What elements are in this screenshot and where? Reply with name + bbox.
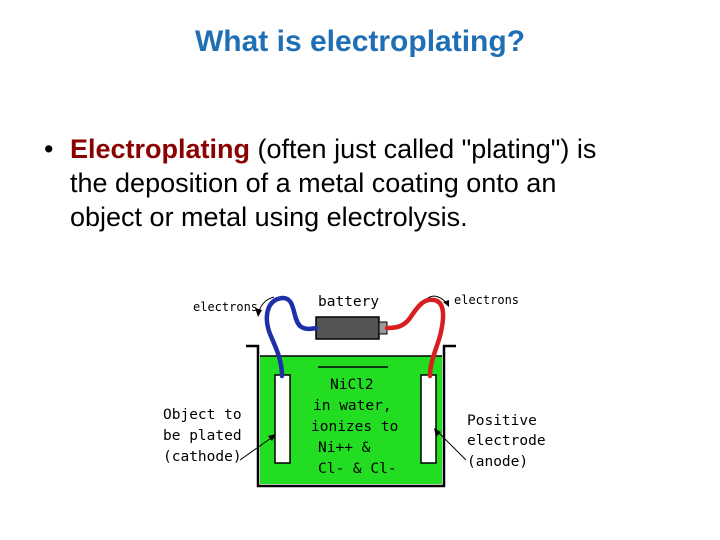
cathode-label-1: Object to: [163, 407, 242, 423]
solution-line-3: ionizes to: [311, 419, 398, 435]
solution-line-1: NiCl2: [330, 377, 374, 393]
cathode-leader-head: [268, 434, 276, 441]
electron-arrow-left-head: [255, 308, 262, 317]
anode-label-1: Positive: [467, 413, 537, 429]
cathode-label-2: be plated: [163, 428, 242, 444]
solution-line-5: Cl- & Cl-: [318, 461, 397, 477]
anode-label-3: (anode): [467, 454, 528, 470]
bullet-item: • Electroplating (often just called "pla…: [44, 132, 684, 234]
electrons-label-right: electrons: [454, 293, 519, 307]
positive-wire: [384, 297, 446, 379]
bullet-term: Electroplating: [70, 134, 251, 164]
battery-label: battery: [318, 294, 379, 310]
battery-body: [315, 316, 380, 340]
bullet-line1-rest: (often just called "plating") is: [250, 134, 597, 164]
bullet-line3: object or metal using electrolysis.: [70, 202, 468, 232]
electrons-label-left: electrons: [193, 300, 258, 314]
anode-leader-line: [435, 429, 467, 461]
tank-outline: [246, 344, 456, 488]
bullet-line2: the deposition of a metal coating onto a…: [70, 168, 557, 198]
solution-line-2: in water,: [313, 398, 392, 414]
slide-title: What is electroplating?: [194, 25, 526, 58]
solution-line-4: Ni++ &: [318, 440, 371, 456]
cathode-label-3: (cathode): [163, 449, 242, 465]
anode-electrode: [420, 374, 437, 464]
anode-leader-head: [434, 428, 441, 437]
electron-arrow-right-head: [443, 300, 449, 307]
cathode-leader-line: [239, 435, 275, 461]
negative-wire: [264, 295, 319, 379]
bullet-text: Electroplating (often just called "plati…: [70, 132, 684, 234]
bullet-symbol: •: [44, 134, 54, 164]
cathode-electrode: [274, 374, 291, 464]
anode-label-2: electrode: [467, 433, 546, 449]
